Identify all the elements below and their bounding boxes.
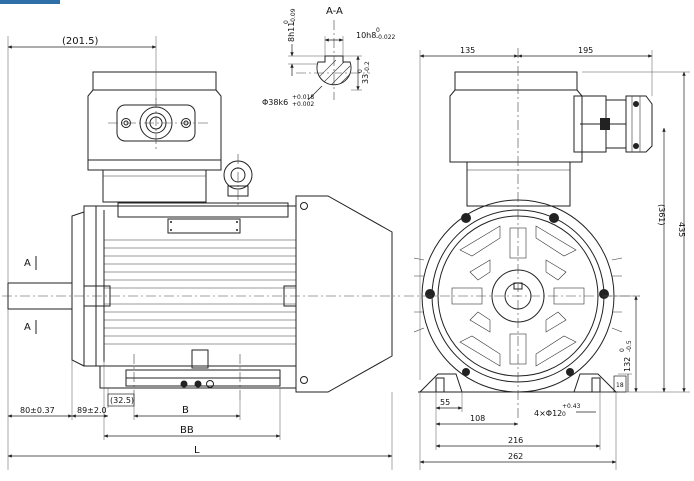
dim-shaft-height-label: 132 0 -0.5 — [619, 340, 633, 372]
svg-text:-0.5: -0.5 — [626, 340, 633, 352]
svg-text:-0.09: -0.09 — [290, 8, 297, 24]
section-mark-lower: A — [24, 320, 37, 334]
section-a-a: A-A 10h8 0 -0.022 8h11 0 — [262, 6, 396, 108]
svg-text:0: 0 — [619, 348, 626, 352]
end-bolt — [549, 213, 559, 223]
svg-text:Φ38k6: Φ38k6 — [262, 98, 288, 107]
motor-frame — [83, 205, 297, 367]
svg-text:+0.018: +0.018 — [292, 94, 314, 101]
frame-top-plate — [117, 202, 289, 218]
end-terminal-lid — [454, 71, 578, 91]
earth-bolt — [194, 380, 202, 388]
end-shield — [71, 211, 85, 367]
end-view: 135 195 435 (361) 132 0 -0.5 18 55 108 — [404, 46, 690, 470]
section-mark-upper: A — [24, 256, 37, 270]
svg-text:+0.43: +0.43 — [562, 403, 581, 410]
dim-bb-label: BB — [180, 425, 194, 436]
left-foot — [418, 373, 463, 393]
dim-overall-height-label: (361) — [657, 204, 666, 226]
side-gland-nut — [625, 95, 653, 153]
side-view: A A (201.5) 80±0.37 89±2.0 (32.5) B BB — [2, 36, 400, 470]
terminal-box-lid — [92, 71, 217, 91]
end-bolt — [599, 289, 609, 299]
dim-foot-thickness-label: 18 — [616, 382, 624, 389]
dim-total-height-label: 435 — [677, 222, 686, 237]
dim-top-width-label: (201.5) — [62, 36, 99, 47]
svg-text:0: 0 — [376, 27, 380, 34]
section-label: A-A — [326, 6, 343, 17]
terminal-box — [87, 89, 222, 171]
svg-text:A: A — [24, 258, 31, 269]
corner-tab — [0, 0, 60, 4]
fan-grille — [451, 225, 585, 367]
dim-foot-edge-label: 55 — [440, 398, 450, 407]
dim-cb-label: (32.5) — [110, 396, 134, 405]
dim-c-label: 89±2.0 — [77, 406, 107, 415]
dim-right-width-label: 195 — [578, 46, 593, 55]
foot — [99, 365, 297, 389]
dim-left-width-label: 135 — [460, 46, 475, 55]
fan-cover — [295, 195, 393, 393]
end-bolt — [425, 289, 435, 299]
svg-text:+0.002: +0.002 — [292, 101, 314, 108]
dim-foot-spacing-label: 216 — [508, 436, 523, 445]
svg-text:8h11: 8h11 — [287, 22, 296, 42]
svg-text:10h8: 10h8 — [356, 31, 376, 40]
end-bolt — [461, 213, 471, 223]
cooling-fins — [104, 239, 296, 345]
svg-text:-0.2: -0.2 — [364, 61, 371, 73]
svg-text:33: 33 — [361, 74, 370, 84]
dim-key-depth-label: 8h11 0 -0.09 — [283, 8, 297, 42]
svg-text:A: A — [24, 322, 31, 333]
svg-text:0: 0 — [357, 69, 364, 73]
svg-text:-0.022: -0.022 — [376, 34, 396, 41]
dim-key-width-label: 10h8 0 -0.022 — [356, 27, 396, 41]
fan-cover-bolt — [300, 376, 308, 384]
svg-text:132: 132 — [623, 357, 632, 372]
fan-cover-bolt — [300, 202, 308, 210]
terminal-box-base — [102, 169, 207, 203]
dim-l-label: L — [194, 445, 200, 456]
svg-text:0: 0 — [283, 20, 290, 24]
dim-b-label: B — [182, 405, 189, 416]
nameplate — [167, 218, 241, 234]
dim-mount-holes-label: 4×Φ12 +0.43 0 — [534, 403, 581, 418]
svg-text:4×Φ12: 4×Φ12 — [534, 409, 562, 418]
dim-half-spacing-label: 108 — [470, 414, 485, 423]
right-foot — [573, 373, 618, 393]
dim-shaft-ext-label: 80±0.37 — [20, 406, 55, 415]
earth-bolt — [180, 380, 188, 388]
dim-keyway-depth-label: 33 0 -0.2 — [357, 61, 371, 84]
dim-shaft-dia-label: Φ38k6 +0.018 +0.002 — [262, 94, 314, 108]
dim-base-width-label: 262 — [508, 452, 523, 461]
svg-text:0: 0 — [562, 411, 566, 418]
